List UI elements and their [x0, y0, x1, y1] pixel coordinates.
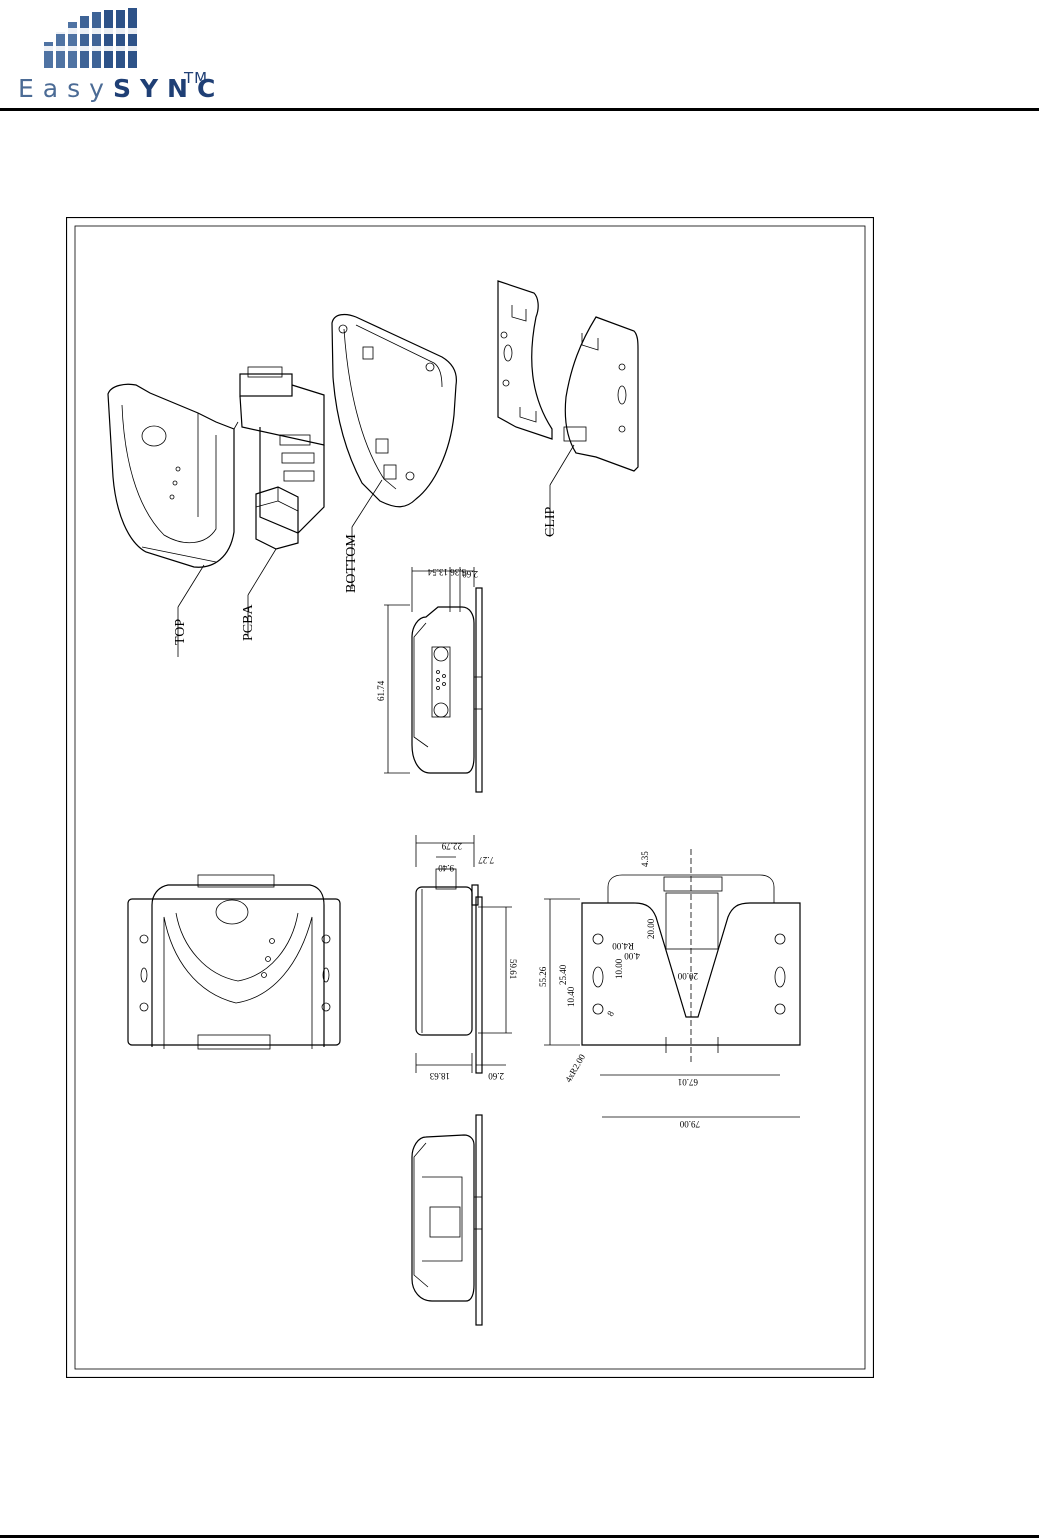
- label-clip: CLIP: [543, 506, 558, 537]
- easysync-logo-icon: [44, 8, 137, 68]
- rear-view-drawing: [411, 1114, 483, 1326]
- header-divider: [0, 108, 1039, 111]
- dim-4x-r2-00: 4xR2.00: [563, 1052, 587, 1084]
- label-pcba: PCBA: [241, 604, 256, 641]
- logo-easy: Easy: [18, 74, 113, 103]
- logo-sync: SYNC: [112, 74, 225, 103]
- logo-wordmark: EasySYNC TM: [18, 69, 225, 103]
- dim-25-40: 25.40: [558, 964, 568, 985]
- label-top: TOP: [173, 619, 188, 645]
- dim-8: 8: [605, 1009, 616, 1018]
- pcba-drawing: [239, 366, 325, 550]
- outer-frame: [66, 217, 874, 1378]
- dim-2-60-b: 2.60: [488, 1071, 504, 1081]
- inner-frame: [74, 225, 866, 1370]
- dim-r4-00-a: R4.00: [612, 941, 634, 951]
- side-view-drawing: 22.79 7.27 9.40 59.61 18.63 2.60: [415, 835, 518, 1081]
- dim-55-26: 55.26: [538, 966, 548, 987]
- label-bottom: BOTTOM: [344, 534, 359, 593]
- logo-trademark: TM: [184, 69, 209, 87]
- dim-10-00: 10.00: [614, 958, 624, 979]
- dim-7-27: 7.27: [478, 855, 494, 865]
- dim-79-00: 79.00: [679, 1119, 700, 1129]
- mounting-view-drawing: 4.35 20.00 20.00 R4.00 4.00 25.40 55.26 …: [538, 849, 801, 1129]
- drawing-canvas: TOP PCBA BOTTOM CLIP: [66, 217, 874, 1378]
- dim-10-40: 10.40: [566, 986, 576, 1007]
- front-view-drawing: 2.60 5.36 13.54 61.74: [376, 567, 483, 793]
- page-header: EasySYNC TM: [0, 0, 1039, 112]
- dim-5-36: 5.36: [450, 567, 466, 577]
- dim-67-01: 67.01: [678, 1077, 698, 1087]
- dim-2-60-a: 2.60: [462, 569, 478, 579]
- dim-18-63: 18.63: [429, 1071, 450, 1081]
- footer-divider: [0, 1535, 1039, 1538]
- clip-drawing: [497, 280, 639, 472]
- bottom-shell-drawing: [331, 313, 457, 508]
- top-view-drawing: [127, 874, 341, 1050]
- top-shell-drawing: [107, 383, 239, 568]
- dim-9-40: 9.40: [438, 863, 454, 873]
- dim-4-00: 4.00: [624, 951, 640, 961]
- dim-20-00-a: 20.00: [646, 918, 656, 939]
- dim-59-61: 59.61: [508, 959, 518, 979]
- dim-13-54: 13.54: [427, 567, 448, 577]
- mechanical-drawing: TOP PCBA BOTTOM CLIP: [66, 217, 874, 1378]
- dim-20-00-b: 20.00: [677, 971, 698, 981]
- dim-22-79: 22.79: [441, 841, 462, 851]
- dim-61-74: 61.74: [376, 680, 386, 701]
- dim-4-35: 4.35: [640, 851, 650, 867]
